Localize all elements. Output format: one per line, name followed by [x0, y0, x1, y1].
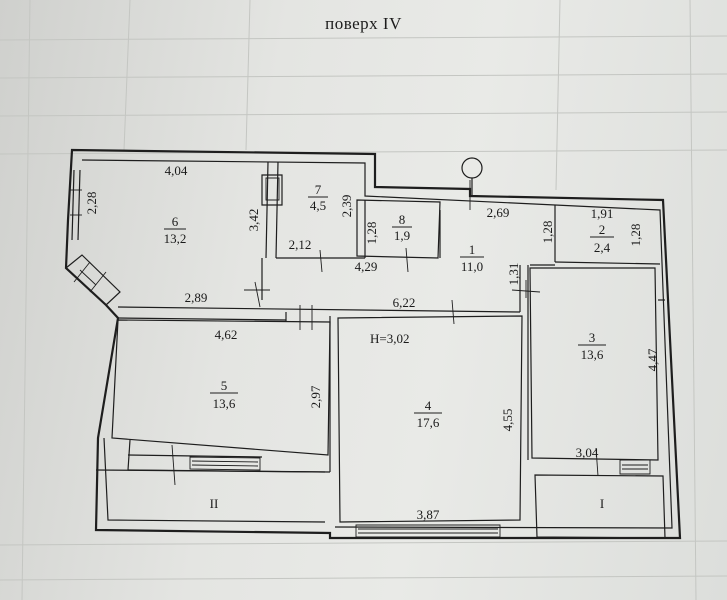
dim-4-04: 4,04 — [165, 163, 188, 178]
balcony-walls — [95, 469, 666, 539]
room-labels: 6 13,2 7 4,5 8 1,9 1 11,0 2 2,4 3 13,6 4… — [164, 182, 614, 511]
room-5-number: 5 — [221, 378, 228, 393]
dim-4-29: 4,29 — [355, 259, 378, 274]
dim-2-39: 2,39 — [339, 195, 354, 218]
outer-walls — [64, 148, 682, 540]
dim-3-42: 3,42 — [246, 209, 261, 232]
floor-label: поверх IV — [325, 14, 402, 33]
room-6-area: 13,2 — [164, 231, 187, 246]
dim-1-91: 1,91 — [591, 206, 614, 221]
room-5-area: 13,6 — [213, 396, 236, 411]
dim-1-28-c: 1,28 — [628, 224, 643, 247]
room-3-walls — [529, 267, 665, 477]
room-8-area: 1,9 — [394, 228, 410, 243]
room-2-number: 2 — [599, 222, 606, 237]
dim-2-12: 2,12 — [289, 237, 312, 252]
room-3-number: 3 — [589, 330, 596, 345]
room-1-area: 11,0 — [461, 259, 483, 274]
room-4-area: 17,6 — [417, 415, 440, 430]
dim-4-47: 4,47 — [645, 348, 660, 371]
inner-walls — [261, 180, 661, 460]
dim-4-55: 4,55 — [500, 409, 515, 432]
room-7-area: 4,5 — [310, 198, 326, 213]
room-8-number: 8 — [399, 212, 406, 227]
room-4-number: 4 — [425, 398, 432, 413]
dim-2-28: 2,28 — [84, 192, 99, 215]
room-6-number: 6 — [172, 214, 179, 229]
dim-2-97: 2,97 — [308, 385, 323, 408]
entrance-marker — [461, 157, 483, 196]
dim-1-28-b: 1,28 — [540, 221, 555, 244]
room-1-number: 1 — [469, 242, 476, 257]
dim-2-89: 2,89 — [185, 290, 208, 305]
room-4-walls — [329, 299, 523, 538]
dim-3-04: 3,04 — [576, 445, 599, 460]
dim-6-22: 6,22 — [393, 295, 416, 310]
balcony-I-label: I — [600, 496, 604, 511]
dim-4-62: 4,62 — [215, 327, 238, 342]
dim-1-28-a: 1,28 — [364, 222, 379, 245]
room-7-number: 7 — [315, 182, 322, 197]
room-2-area: 2,4 — [594, 240, 611, 255]
dim-3-87: 3,87 — [417, 507, 440, 522]
dim-1-31: 1,31 — [506, 263, 521, 286]
balcony-II-label: II — [210, 496, 219, 511]
bay-window — [65, 169, 121, 306]
ceiling-height: H=3,02 — [370, 331, 409, 346]
dimension-labels: 4,04 2,28 3,42 2,39 1,28 2,12 4,29 2,69 … — [84, 163, 660, 522]
dim-2-69: 2,69 — [487, 205, 510, 220]
room-3-area: 13,6 — [581, 347, 604, 362]
